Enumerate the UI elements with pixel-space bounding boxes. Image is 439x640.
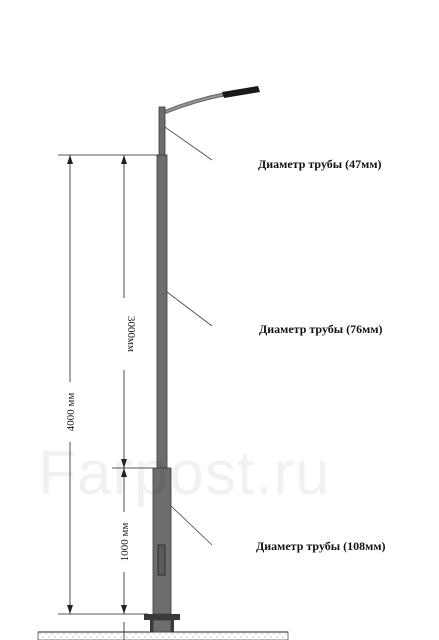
leader-line-top — [164, 126, 213, 161]
leader-line-bottom — [170, 505, 213, 546]
base-anchor-right — [170, 620, 174, 632]
lamp-arm — [164, 92, 227, 114]
pole-middle-section — [156, 154, 168, 469]
watermark: Farpost.ru — [38, 439, 331, 508]
pipe-diameter-bottom-label: Диаметр трубы (108мм) — [256, 539, 386, 553]
dimension-total-label: 4000 мм — [65, 393, 77, 432]
pipe-diameter-top-label: Диаметр трубы (47мм) — [258, 157, 382, 171]
lamp-head — [222, 86, 260, 98]
pole-upper-section — [158, 106, 166, 156]
dimension-upper-label: 3000мм — [125, 316, 137, 352]
base-anchor-left — [150, 620, 154, 632]
service-hatch — [157, 544, 166, 576]
pipe-diameter-middle-label: Диаметр трубы (76мм) — [259, 322, 383, 336]
base-plinth — [152, 619, 172, 633]
lamp-arm-inner — [164, 93, 227, 113]
base-flange — [144, 614, 180, 620]
leader-line-middle — [166, 291, 213, 327]
dimension-upper: 3000мм — [118, 155, 137, 468]
ground-foundation — [37, 631, 289, 640]
dimension-total: 4000 мм — [64, 155, 77, 614]
dimension-lower-label: 1000 мм — [119, 523, 131, 562]
dimension-lower: 1000 мм — [118, 468, 131, 614]
